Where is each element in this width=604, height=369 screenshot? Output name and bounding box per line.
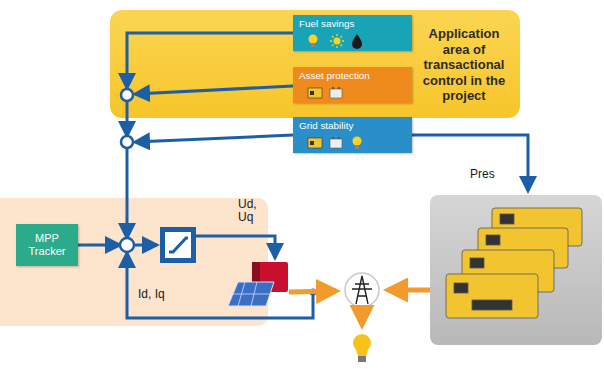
- node-text: Application area of transactional contro…: [414, 26, 514, 104]
- current-feedback-label: Id, Iq: [138, 288, 188, 301]
- node-icons: [293, 31, 412, 49]
- node-text: Grid stability: [293, 117, 412, 132]
- controller-block: [160, 227, 196, 263]
- voltage-reference-label: Ud, Uq: [238, 198, 264, 224]
- pv-module: [228, 282, 274, 306]
- pv-panel-area: [0, 198, 268, 326]
- node-text: Asset protection: [293, 67, 412, 82]
- grid-stability-box: Grid stability: [293, 117, 412, 153]
- application-band: Application area of transactional contro…: [110, 10, 520, 118]
- summing-junctions: [120, 89, 134, 252]
- fuel-savings-box: Fuel savings: [293, 15, 412, 51]
- load-bulb: [353, 334, 371, 362]
- mpp-tracker-box: MPP Tracker: [16, 224, 78, 266]
- application-band: [110, 10, 520, 118]
- pv-grid: [233, 282, 270, 306]
- node-text: MPP Tracker: [19, 232, 75, 258]
- generator-sets: [446, 208, 582, 318]
- controller-face: [165, 232, 191, 258]
- node-icons: [293, 133, 412, 151]
- pylon-symbol: [352, 276, 372, 304]
- controller-curve: [169, 238, 188, 252]
- reserve-power-label: Pres: [470, 168, 510, 181]
- power-paths: [289, 290, 430, 325]
- node-icons: [293, 83, 412, 101]
- node-text: Fuel savings: [293, 15, 412, 30]
- asset-protection-box: Asset protection: [293, 67, 412, 103]
- grid-node: [345, 273, 379, 307]
- genset-panel: [430, 195, 602, 345]
